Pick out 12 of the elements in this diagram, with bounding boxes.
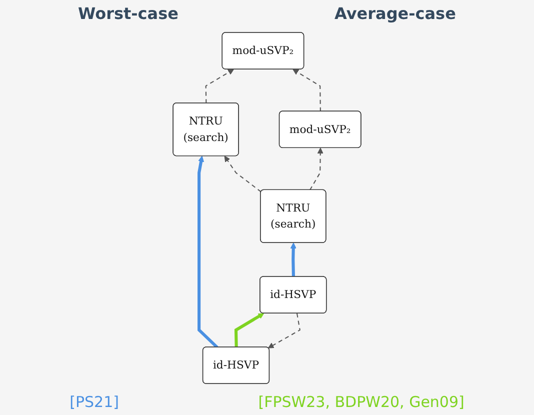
arrow: [234, 313, 264, 348]
citation: [PS21]: [70, 393, 119, 411]
citation: [FPSW23, BDPW20, Gen09]: [258, 393, 464, 411]
arrow: [224, 156, 262, 192]
arrow: [205, 69, 234, 104]
arrow: [290, 242, 296, 277]
arrow: [292, 69, 321, 112]
arrow: [268, 313, 300, 348]
column-heading: Average-case: [334, 4, 456, 23]
arrow: [198, 156, 218, 348]
arrow: [309, 148, 324, 190]
column-heading: Worst-case: [78, 4, 178, 23]
